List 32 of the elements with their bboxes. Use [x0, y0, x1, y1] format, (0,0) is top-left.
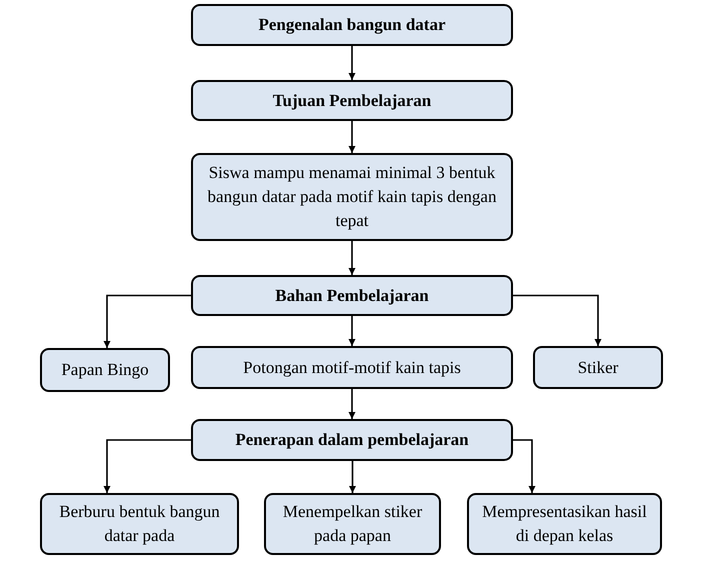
process-box: [467, 493, 662, 555]
process-box: [191, 346, 513, 389]
arrow: [348, 46, 356, 80]
arrow: [348, 316, 356, 346]
box-label: Menempelkan stiker pada papan: [282, 501, 424, 547]
box-label: Berburu bentuk bangun datar pada: [58, 501, 221, 547]
box-label: Penerapan dalam pembelajaran: [235, 429, 469, 452]
arrow: [104, 439, 191, 493]
arrow: [104, 294, 191, 348]
process-box: [40, 348, 170, 392]
arrow: [348, 241, 356, 275]
process-box: [40, 493, 239, 555]
box-label: Mempresentasikan hasil di depan kelas: [481, 501, 648, 547]
box-label: Potongan motif-motif kain tapis: [243, 356, 461, 379]
arrow: [513, 439, 536, 493]
box-label: Bahan Pembelajaran: [275, 284, 429, 307]
process-box: [191, 275, 513, 316]
process-box: [264, 493, 441, 555]
process-box: [191, 153, 513, 241]
box-label: Pengenalan bangun datar: [258, 14, 446, 36]
box-label: Papan Bingo: [61, 359, 149, 382]
box-label: Stiker: [578, 356, 618, 379]
arrow: [513, 294, 602, 346]
process-box: [191, 419, 513, 461]
arrow: [349, 461, 356, 493]
arrow: [348, 121, 356, 153]
box-label: Siswa mampu menamai minimal 3 bentuk bangun datar pada motif kain tapis dengan tepat: [206, 162, 498, 232]
process-box: [191, 4, 513, 46]
box-label: Tujuan Pembelajaran: [272, 90, 432, 112]
process-box: [533, 346, 663, 389]
arrow: [348, 389, 356, 419]
process-box: [191, 80, 513, 121]
